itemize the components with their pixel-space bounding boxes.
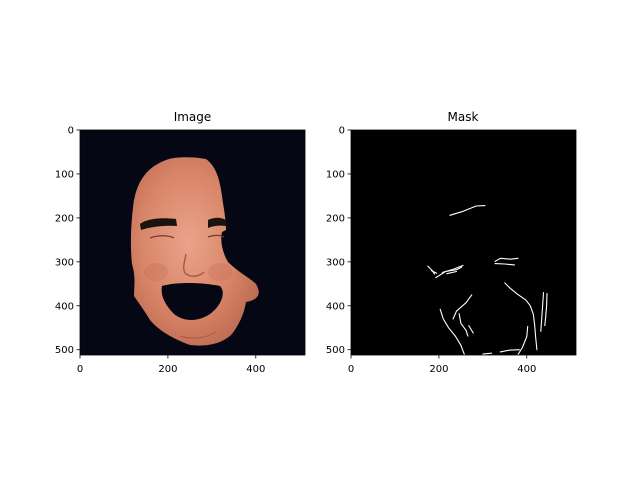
image-y-tick-label: 500 [55,345,74,356]
mask-axes: 0 200 400 0 100 200 300 400 500 [326,126,536,376]
image-y-tick-label: 0 [68,126,74,137]
image-y-tick-label: 400 [55,301,74,312]
face-shape [130,157,259,346]
image-subplot: Image 0 200 400 0 100 200 300 400 500 [55,110,306,376]
left-cheek [144,263,168,281]
mask-edge-curve [482,352,493,355]
mask-y-tick-label: 300 [326,257,345,268]
mask-edge-curve [504,282,538,351]
mask-background [351,130,576,355]
mask-frame [350,129,577,356]
mask-title: Mask [448,110,479,124]
mask-subplot: Mask 0 200 400 0 100 200 300 400 500 [326,110,577,376]
mask-edge-curve [499,349,520,353]
mask-y-tick-label: 500 [326,345,345,356]
image-x-tick-label: 0 [77,364,83,375]
mask-y-tick-label: 0 [339,126,345,137]
mask-edge-curve [468,325,474,334]
mask-x-tick-label: 400 [517,364,536,375]
mask-y-tick-label: 100 [326,169,345,180]
image-frame [79,129,306,356]
mask-edge-curve [449,205,486,216]
mask-x-tick-label: 0 [348,364,354,375]
left-eye [149,235,175,239]
mask-edge-curve [446,270,458,275]
left-eyebrow [140,218,177,230]
mask-edge-curve [494,257,519,262]
mask-edge-curve [544,292,548,327]
image-x-tick-label: 200 [158,364,177,375]
mask-edge-curve [439,308,465,356]
chin [179,331,217,339]
image-axes: 0 200 400 0 100 200 300 400 500 [55,126,265,376]
mask-edge-curve [517,325,529,356]
right-eyebrow [208,217,226,228]
image-y-tick-label: 300 [55,257,74,268]
image-title: Image [174,110,212,124]
mask-edge-curve [494,263,516,266]
mask-edge-curve [441,264,464,273]
mask-curves [427,205,548,356]
mask-edge-curve [452,294,473,320]
image-y-tick-label: 100 [55,169,74,180]
nose [183,253,205,277]
face-picture [130,157,259,346]
mask-edge-curve [430,270,438,274]
right-eye [207,234,225,238]
mask-y-tick-label: 200 [326,213,345,224]
mask-y-tick-label: 400 [326,301,345,312]
mask-edge-curve [435,266,463,279]
image-x-tick-label: 400 [246,364,265,375]
mask-x-tick-label: 200 [429,364,448,375]
image-y-tick-label: 200 [55,213,74,224]
mouth-opening [161,283,223,320]
mask-edge-curve [458,313,469,337]
mask-edge-curve [540,292,545,332]
right-cheek [208,263,232,281]
